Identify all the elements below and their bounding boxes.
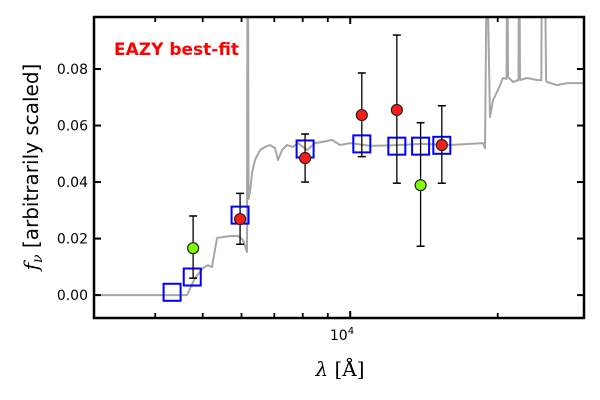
y-tick-label: 0.08 [57,62,88,78]
y-tick-label: 0.02 [57,232,88,248]
observed-point-3 [355,108,368,122]
model-flux-square-1 [182,267,202,287]
observed-point-2 [299,151,312,165]
y-tick-label: 0.04 [57,175,88,191]
model-spectrum-line [94,17,584,297]
x-axis-symbol: λ [314,357,328,381]
observed-point-4 [390,103,403,117]
y-axis-subscript: ν [30,254,46,263]
observed-point-1 [233,212,247,226]
x-tick-base: 10 [330,328,348,344]
x-tick-label-10e4: 104 [330,326,354,344]
y-axis-label: fν [arbitrarily scaled] [19,64,46,273]
y-axis-text: [arbitrarily scaled] [19,64,43,248]
x-tick-exp: 4 [348,326,354,337]
annotation-eazy-best-fit: EAZY best-fit [114,40,239,60]
observed-point-0 [187,242,200,255]
model-flux-square-0 [162,282,182,302]
y-tick-label: 0.06 [57,119,88,135]
observed-point-6 [435,138,448,152]
y-tick-label: 0.00 [57,288,88,304]
plot-frame [92,15,586,320]
x-axis-unit: [Å] [334,356,364,381]
x-axis-label: λ [Å] [314,356,364,381]
observed-point-5 [414,179,427,192]
